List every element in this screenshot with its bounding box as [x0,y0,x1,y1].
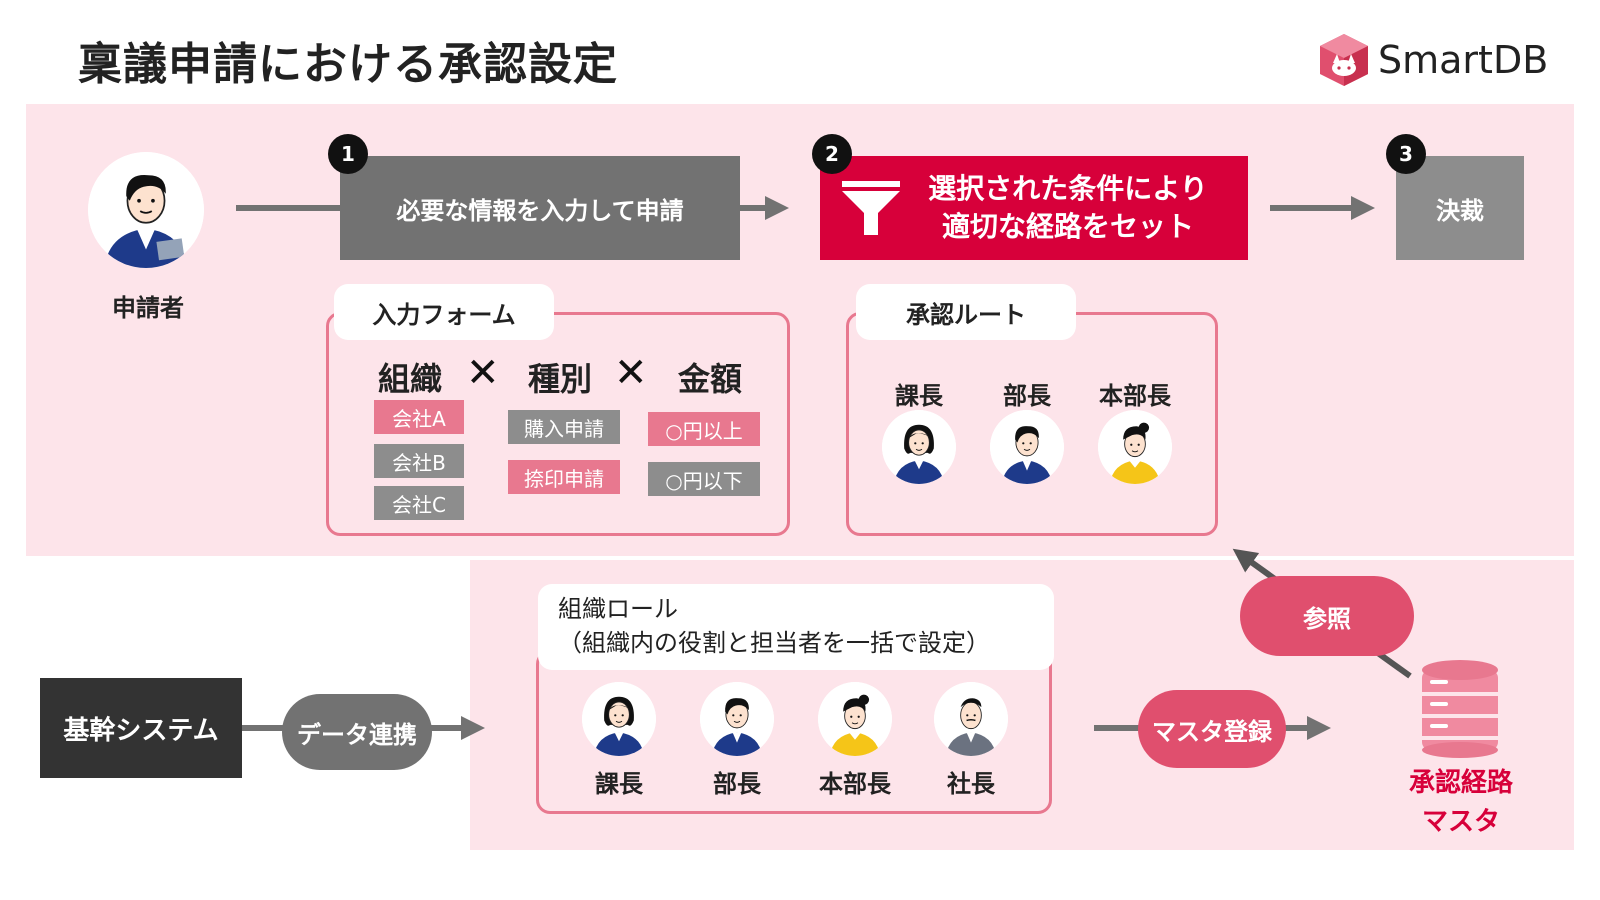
org-role-tab: 組織ロール （組織内の役割と担当者を一括で設定） [538,584,1054,670]
factor-organization: 組織 [378,360,443,398]
logo-text: SmartDB [1378,38,1549,82]
step3-box: 決裁 [1396,156,1524,260]
org-chip-a: 会社A [374,400,464,434]
female-person-icon [582,682,656,756]
type-chip-seal: 捺印申請 [508,460,620,494]
page-title: 稟議申請における承認設定 [78,39,618,90]
female-person-icon [1098,410,1172,484]
approval-route-tab: 承認ルート [856,284,1076,340]
times-icon: ✕ [466,350,500,396]
step2-line2: 適切な経路をセット [941,210,1194,243]
route-role-kacho: 課長 [895,382,943,410]
times-icon: ✕ [614,350,648,396]
route-avatar-kacho [882,410,956,484]
male-person-icon [934,682,1008,756]
filter-icon [842,181,900,235]
top-band [26,104,1574,556]
factor-amount: 金額 [678,360,743,398]
female-person-icon [882,410,956,484]
applicant-avatar [88,152,204,268]
male-person-icon [990,410,1064,484]
route-role-bucho: 部長 [1003,382,1051,410]
org-role-bucho: 部長 [713,770,761,798]
database-icon [1422,660,1498,758]
female-person-icon [818,682,892,756]
route-avatar-honbucho [1098,410,1172,484]
core-system-box: 基幹システム [40,678,242,778]
amount-chip-below: ○円以下 [648,462,760,496]
master-label-line1: 承認経路 [1408,768,1513,798]
step1-box: 必要な情報を入力して申請 [340,156,740,260]
master-label-line2: マスタ [1421,807,1500,837]
amount-chip-above: ○円以上 [648,412,760,446]
step2-box: 選択された条件により 適切な経路をセット [820,156,1248,260]
org-role-honbucho: 本部長 [819,770,891,798]
org-avatar-bucho [700,682,774,756]
route-avatar-bucho [990,410,1064,484]
input-form-tab: 入力フォーム [334,284,554,340]
step2-line1: 選択された条件により [928,172,1208,206]
org-role-subtitle: （組織内の役割と担当者を一括で設定） [558,629,990,657]
org-chip-b: 会社B [374,444,464,478]
male-person-icon [700,682,774,756]
org-avatar-honbucho [818,682,892,756]
route-role-honbucho: 本部長 [1099,382,1171,410]
org-role-shacho: 社長 [947,770,995,798]
step3-number: 3 [1386,134,1426,174]
org-role-title: 組織ロール [558,595,678,624]
factor-type: 種別 [528,360,593,398]
type-chip-purchase: 購入申請 [508,410,620,444]
smartdb-logo: SmartDB [1318,30,1548,90]
reference-pill: 参照 [1240,576,1414,656]
male-person-icon [88,152,204,268]
org-role-kacho: 課長 [595,770,643,798]
org-chip-c: 会社C [374,486,464,520]
logo-cube-icon [1320,34,1368,86]
step2-number: 2 [812,134,852,174]
applicant-label: 申請者 [112,294,184,322]
org-avatar-shacho [934,682,1008,756]
data-link-pill: データ連携 [282,694,432,770]
approval-route-master-label: 承認経路 マスタ [1386,764,1536,842]
org-avatar-kacho [582,682,656,756]
step1-number: 1 [328,134,368,174]
master-register-pill: マスタ登録 [1138,690,1286,768]
